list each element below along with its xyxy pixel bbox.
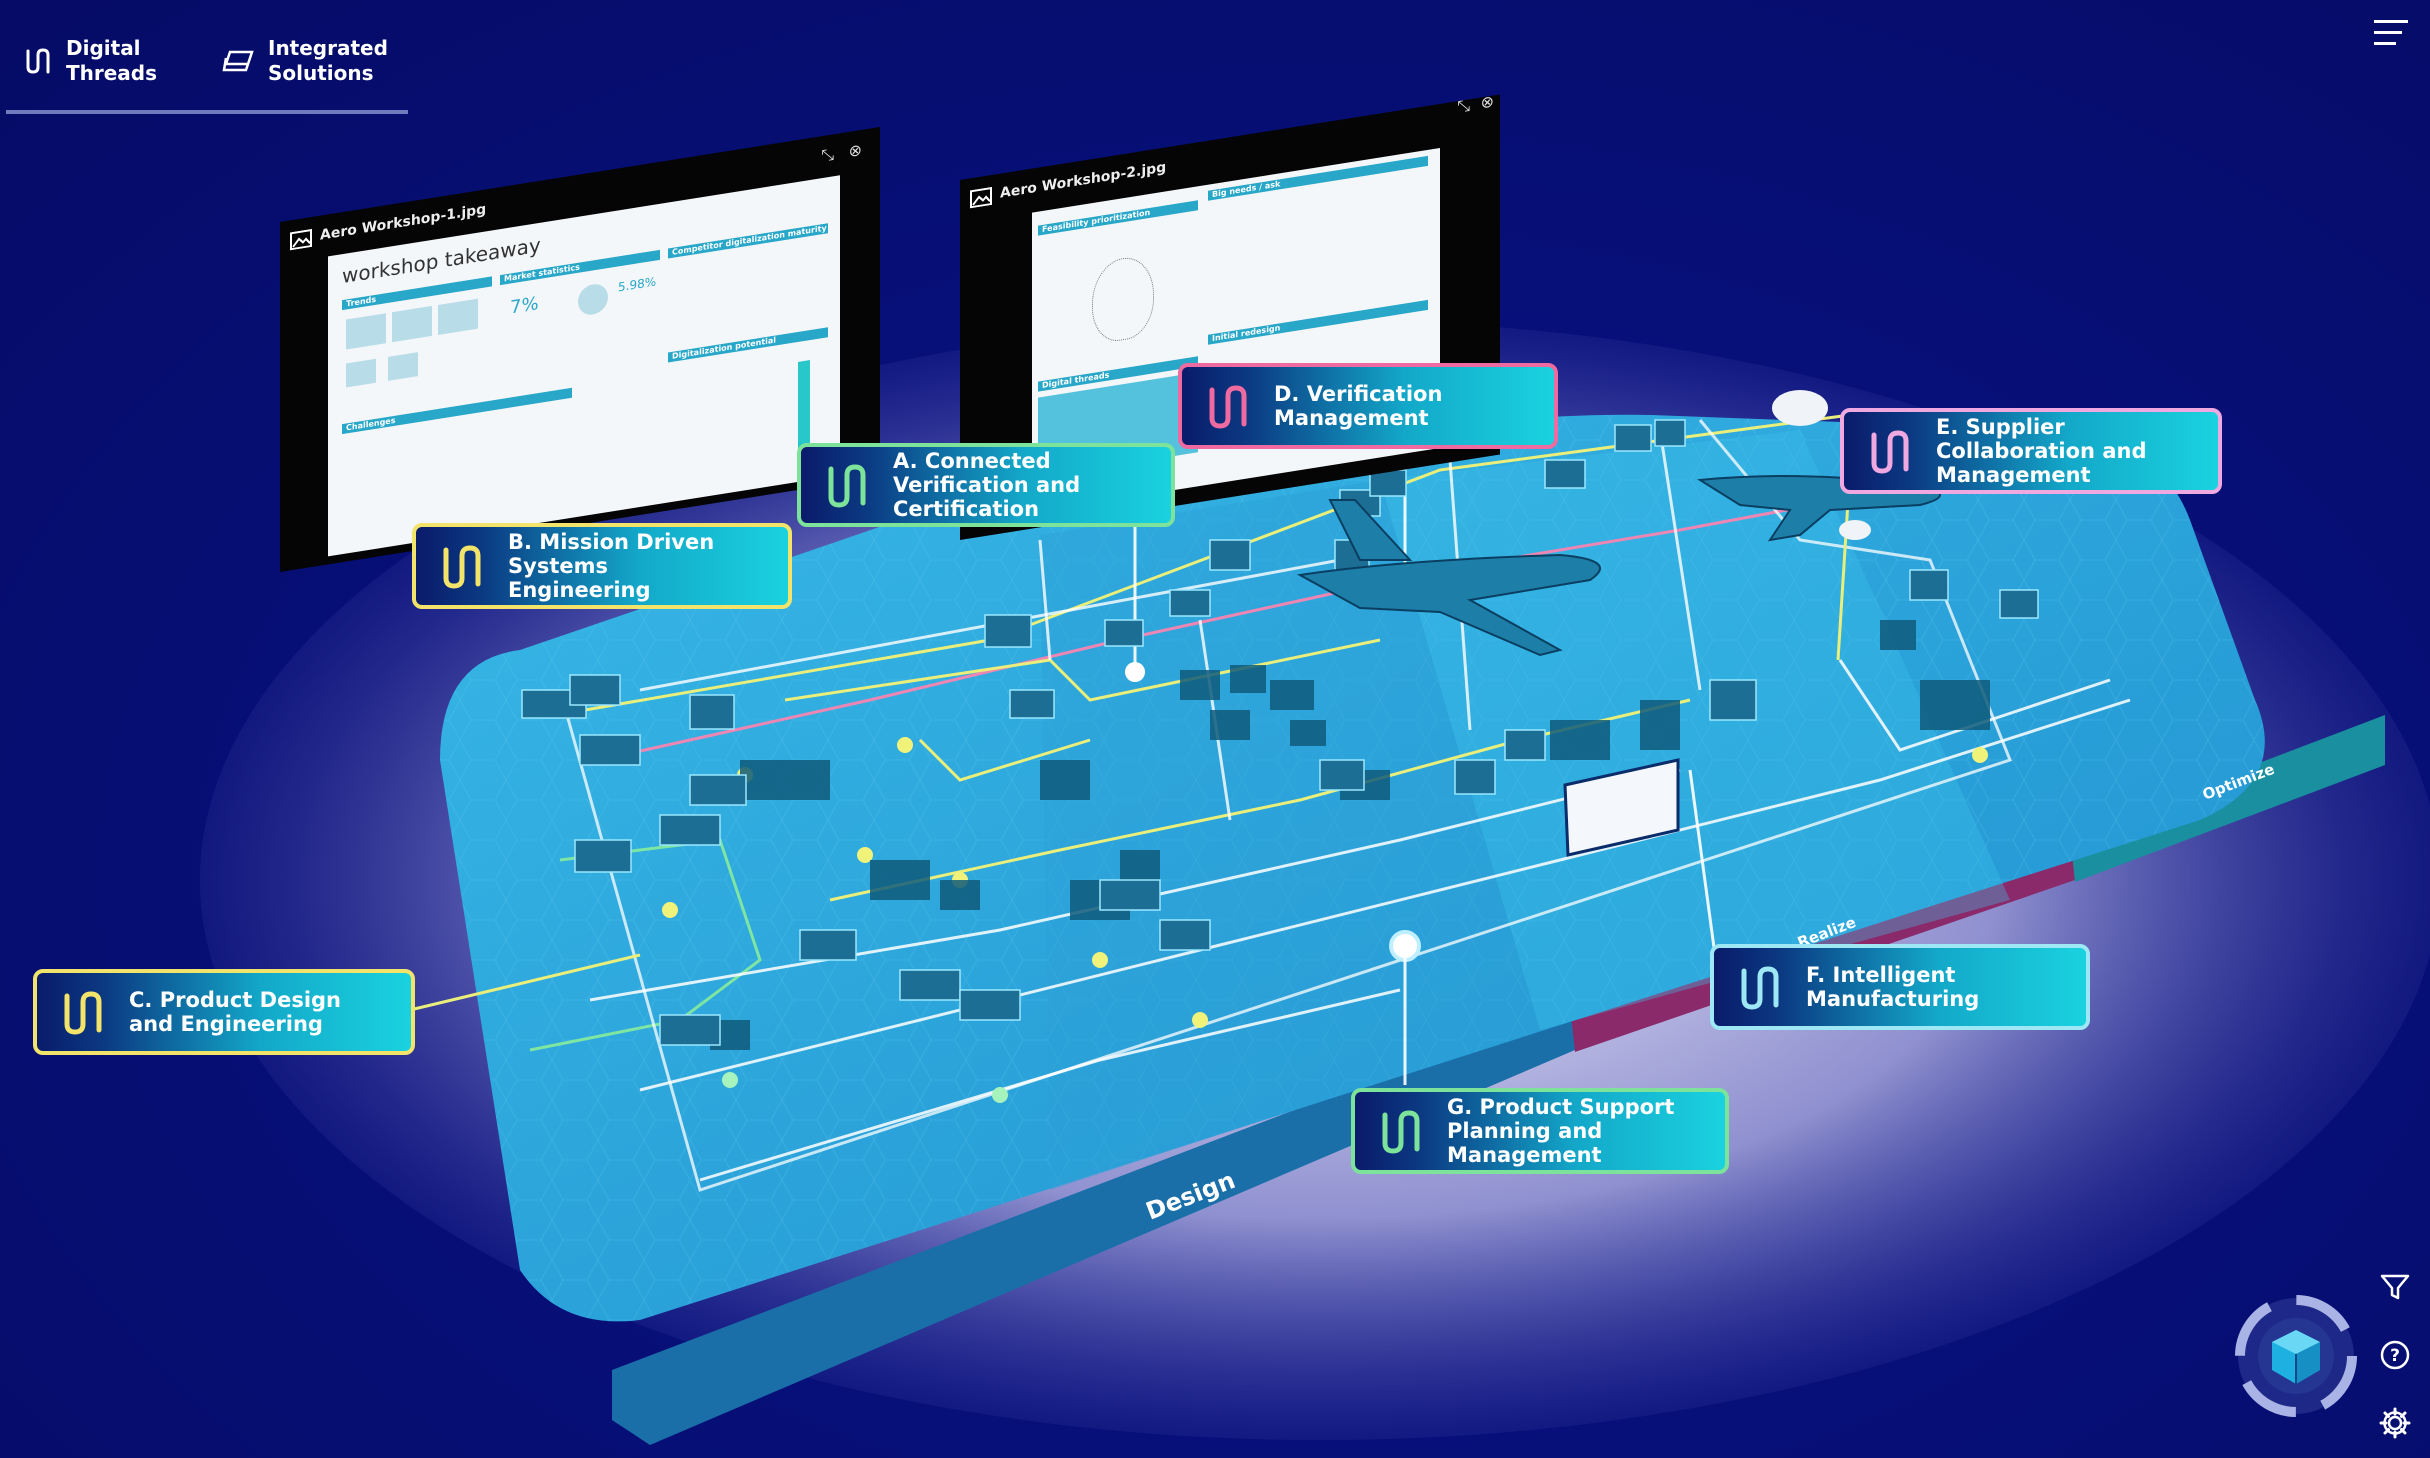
hamburger-menu-icon[interactable] <box>2374 20 2408 46</box>
filter-icon[interactable] <box>2378 1270 2412 1304</box>
minimize-icon[interactable]: ⤡ <box>1457 95 1470 117</box>
sheet-heading: Competitor digitalization maturity <box>672 223 827 257</box>
sheet-heading: Market statistics <box>504 262 580 284</box>
image-window-aero-workshop-1[interactable]: Aero Workshop-1.jpg ⤡ ⊗ workshop takeawa… <box>280 126 880 573</box>
gear-icon[interactable] <box>2378 1406 2412 1440</box>
callout-f-intelligent-manufacturing[interactable]: F. Intelligent Manufacturing <box>1710 944 2090 1030</box>
sheet-heading: Feasibility prioritization <box>1042 207 1151 235</box>
design-band <box>612 1003 1575 1445</box>
callout-c-product-design[interactable]: C. Product Design and Engineering <box>33 969 415 1055</box>
close-icon[interactable]: ⊗ <box>1480 91 1494 113</box>
callout-d-verification-management[interactable]: D. Verification Management <box>1178 363 1558 449</box>
layers-icon <box>222 50 254 72</box>
stat-value: 5.98% <box>618 274 657 295</box>
nav-label: Integrated Solutions <box>268 36 388 85</box>
sheet-heading: Digitalization potential <box>672 335 777 361</box>
callout-label: F. Intelligent Manufacturing <box>1806 963 1980 1011</box>
digital-thread-icon <box>26 48 50 74</box>
nav-active-indicator <box>6 110 408 114</box>
digital-thread-icon <box>443 545 481 589</box>
digital-thread-icon <box>64 991 102 1035</box>
help-icon[interactable]: ? <box>2378 1338 2412 1372</box>
callout-label: A. Connected Verification and Certificat… <box>893 449 1081 521</box>
callout-label: G. Product Support Planning and Manageme… <box>1447 1095 1675 1167</box>
callout-b-mission-driven[interactable]: B. Mission Driven Systems Engineering <box>412 523 792 609</box>
minimize-icon[interactable]: ⤡ <box>821 144 834 166</box>
callout-e-supplier-collaboration[interactable]: E. Supplier Collaboration and Management <box>1840 408 2222 494</box>
callout-label: E. Supplier Collaboration and Management <box>1936 415 2147 487</box>
top-navigation: Digital Threads Integrated Solutions <box>0 0 410 118</box>
callout-g-product-support[interactable]: G. Product Support Planning and Manageme… <box>1351 1088 1729 1174</box>
nav-integrated-solutions[interactable]: Integrated Solutions <box>222 36 388 86</box>
sheet-heading: Initial redesign <box>1212 323 1281 344</box>
stat-value: 7% <box>510 293 539 319</box>
digital-thread-icon <box>1871 430 1909 474</box>
image-icon <box>970 186 992 209</box>
right-toolbar: ? <box>2372 1270 2412 1450</box>
cube-view-icon[interactable] <box>2228 1288 2364 1424</box>
sheet-heading: Big needs / ask <box>1212 179 1281 200</box>
image-icon <box>290 228 312 251</box>
sheet-heading: Challenges <box>346 415 396 433</box>
callout-label: B. Mission Driven Systems Engineering <box>508 530 715 602</box>
callout-label: C. Product Design and Engineering <box>129 988 342 1036</box>
image-window-aero-workshop-2[interactable]: Aero Workshop-2.jpg ⤡ ⊗ Feasibility prio… <box>960 91 1500 540</box>
svg-text:?: ? <box>2390 1346 2400 1366</box>
sheet-heading: Trends <box>346 294 377 309</box>
digital-thread-icon <box>1741 966 1779 1010</box>
digital-thread-icon <box>828 464 866 508</box>
callout-a-connected-verification[interactable]: A. Connected Verification and Certificat… <box>797 443 1175 527</box>
digital-thread-icon <box>1382 1110 1420 1154</box>
close-icon[interactable]: ⊗ <box>848 139 862 161</box>
digital-thread-icon <box>1209 385 1247 429</box>
callout-label: D. Verification Management <box>1274 382 1443 430</box>
nav-digital-threads[interactable]: Digital Threads <box>22 36 176 86</box>
nav-label: Digital Threads <box>66 36 158 85</box>
